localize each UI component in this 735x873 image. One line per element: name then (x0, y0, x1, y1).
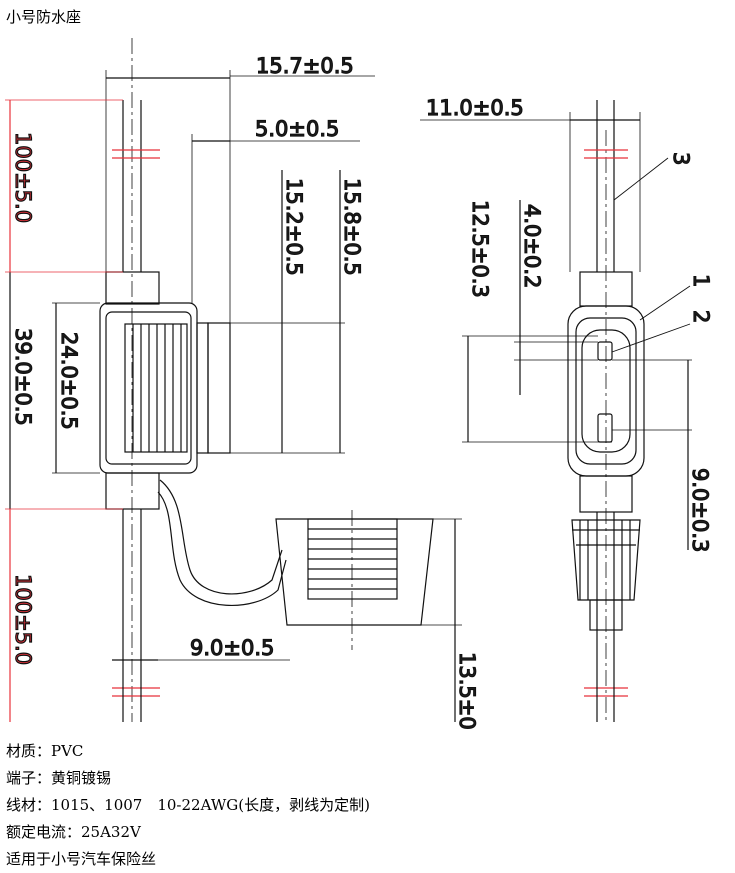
spec-material: 材质：PVC (6, 742, 84, 760)
technical-drawing: 15.7±0.5 5.0±0.5 15.2±0.5 15.8±0.5 100±5… (5, 38, 714, 730)
dim-15-8: 15.8±0.5 (340, 178, 364, 276)
spec-wire: 线材：1015、1007 10-22AWG(长度，剥线为定制) (6, 796, 370, 814)
dim-100-top: 100±5.0 (11, 132, 35, 223)
dim-24-0: 24.0±0.5 (57, 332, 81, 430)
dim-12-5: 12.5±0.3 (468, 200, 492, 298)
left-view (5, 38, 462, 722)
dim-5-0: 5.0±0.5 (255, 117, 339, 141)
dim-9-0-left: 9.0±0.5 (190, 636, 274, 660)
callout-1: 1 (689, 274, 713, 287)
spec-rated-current: 额定电流：25A32V (6, 823, 141, 841)
right-view (420, 100, 692, 722)
page-title: 小号防水座 (6, 8, 82, 26)
dim-15-7: 15.7±0.5 (256, 54, 354, 78)
spec-list: 材质：PVC 端子：黄铜镀锡 线材：1015、1007 10-22AWG(长度，… (6, 738, 370, 873)
callout-2: 2 (689, 310, 713, 323)
dim-15-2: 15.2±0.5 (282, 178, 306, 276)
cap-ribs (308, 528, 397, 590)
callout-3: 3 (669, 152, 693, 165)
grip-ribs (132, 324, 182, 452)
dim-13-5: 13.5±0.5 (455, 652, 479, 730)
dim-39-0: 39.0±0.5 (11, 328, 35, 426)
sleeve-ribs (572, 520, 640, 600)
spec-terminal: 端子：黄铜镀锡 (6, 769, 112, 787)
spec-application: 适用于小号汽车保险丝 (6, 850, 157, 868)
dim-4-0: 4.0±0.2 (520, 204, 544, 288)
dim-11-0: 11.0±0.5 (426, 96, 524, 120)
dim-9-0-right: 9.0±0.3 (688, 468, 712, 552)
dim-100-bottom: 100±5.0 (11, 574, 35, 665)
